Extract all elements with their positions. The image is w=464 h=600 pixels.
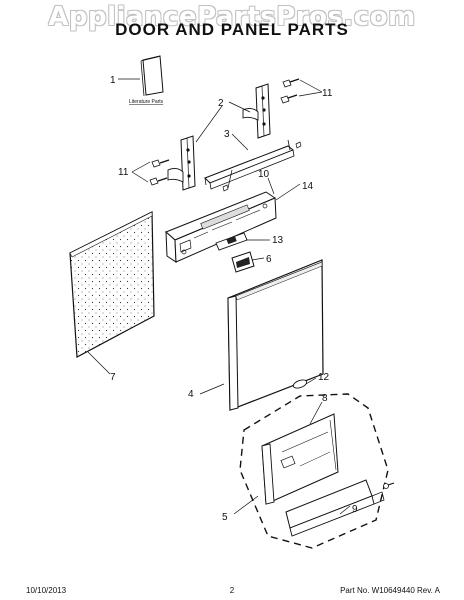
callout-8: 8 bbox=[322, 393, 328, 404]
callout-12: 12 bbox=[318, 372, 330, 383]
callout-11-lower: 11 bbox=[118, 167, 129, 178]
callout-1: 1 bbox=[110, 75, 116, 86]
leader-lines bbox=[87, 79, 351, 515]
hinge-bracket-right bbox=[242, 83, 271, 139]
callout-4: 4 bbox=[188, 389, 194, 400]
hinge-bracket-left bbox=[167, 135, 196, 191]
door-badge bbox=[292, 379, 308, 389]
callout-10: 10 bbox=[258, 169, 270, 180]
callout-14: 14 bbox=[302, 181, 314, 192]
literature-booklet: Literature Parts bbox=[118, 55, 164, 105]
callout-6: 6 bbox=[266, 254, 272, 265]
callout-3: 3 bbox=[224, 129, 230, 140]
footer-part-number: Part No. W10649440 Rev. A bbox=[340, 586, 440, 595]
callout-9: 9 bbox=[352, 504, 358, 515]
footer-date: 10/10/2013 bbox=[26, 586, 67, 595]
kick-plate bbox=[285, 479, 395, 537]
door-latch bbox=[231, 251, 255, 273]
kit-boundary bbox=[239, 393, 389, 549]
footer-page-number: 2 bbox=[229, 586, 235, 595]
callout-11-upper: 11 bbox=[322, 88, 333, 99]
literature-parts-label: Literature Parts bbox=[129, 99, 164, 105]
insulation-panel bbox=[69, 211, 155, 358]
outer-door-panel bbox=[227, 259, 324, 411]
control-console bbox=[165, 191, 277, 263]
top-rail-bracket bbox=[204, 139, 302, 192]
callout-7: 7 bbox=[110, 372, 116, 383]
screws-lower bbox=[149, 159, 170, 186]
callout-2: 2 bbox=[218, 98, 224, 109]
screws-upper bbox=[280, 78, 300, 104]
callout-5: 5 bbox=[222, 512, 228, 523]
watermark: AppliancePartsPros.com bbox=[48, 2, 416, 32]
vent-panel bbox=[261, 413, 339, 505]
callout-13: 13 bbox=[272, 235, 284, 246]
page-title: DOOR AND PANEL PARTS bbox=[115, 20, 349, 39]
